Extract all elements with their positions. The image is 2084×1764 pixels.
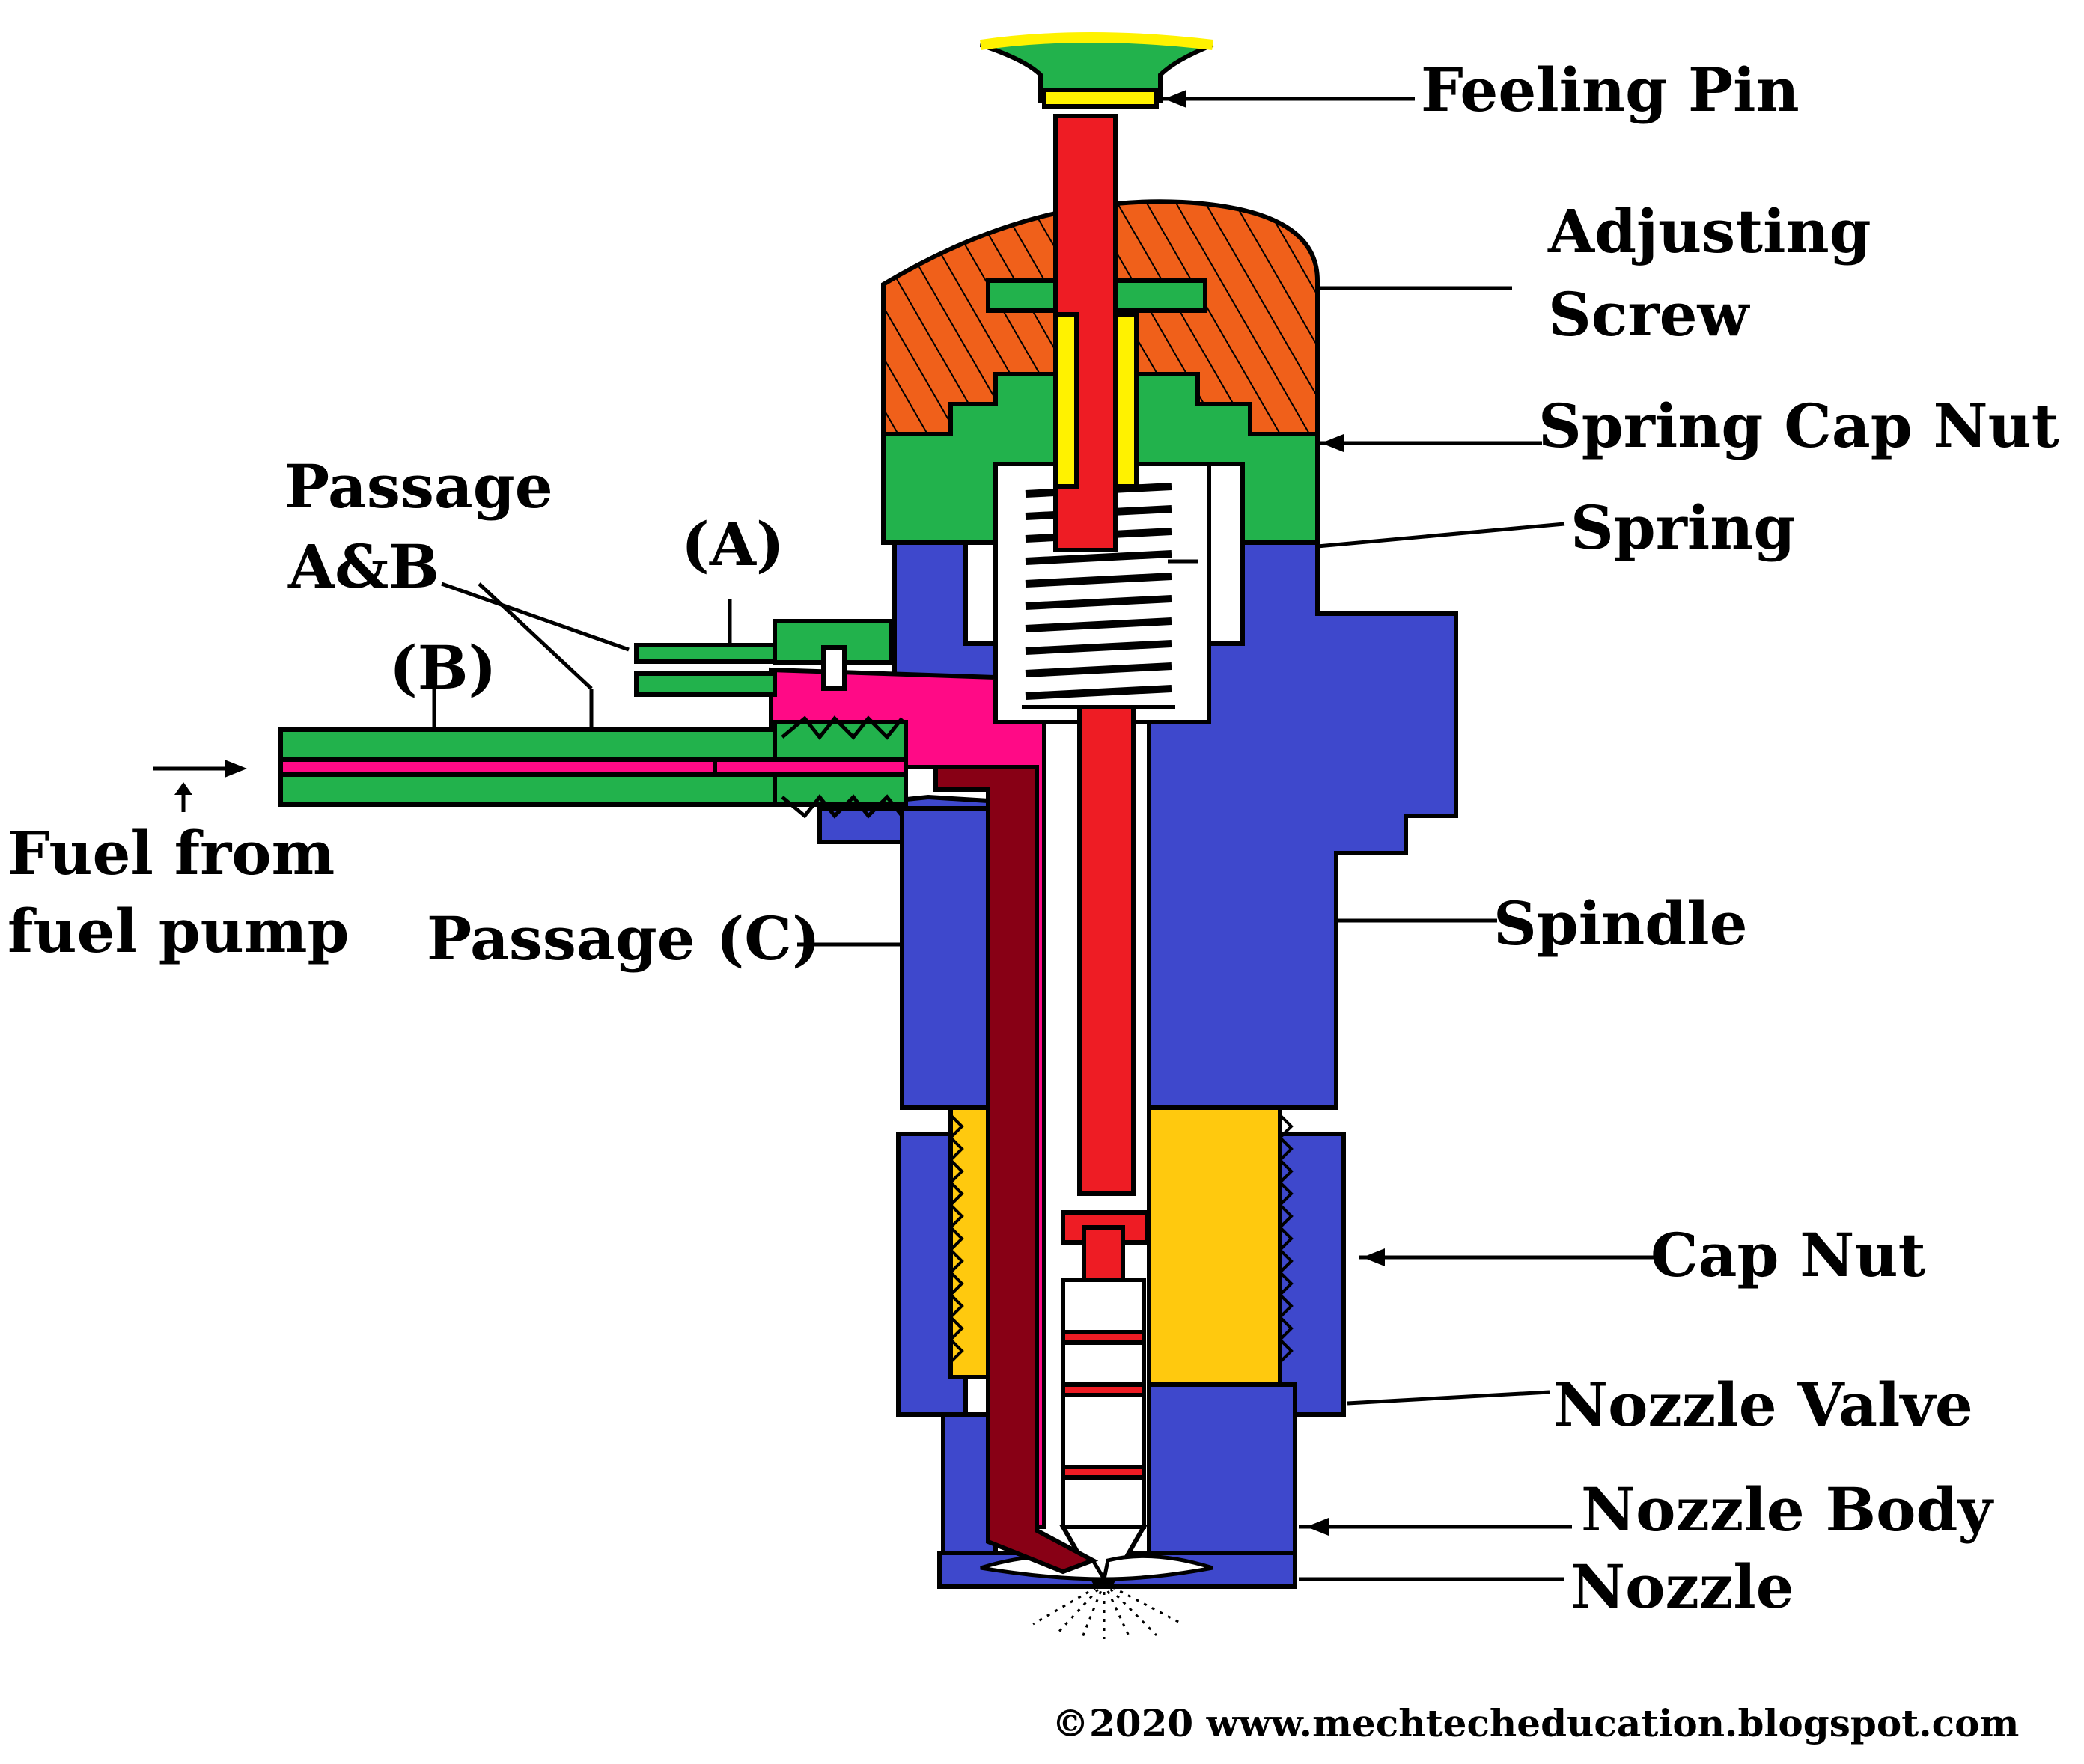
labels: Feeling Pin Adjusting Screw Spring Cap N… (7, 55, 2059, 1745)
label-adjusting-screw-line1: Adjusting (1547, 196, 1871, 266)
label-spring-cap-nut: Spring Cap Nut (1538, 391, 2059, 461)
fuel-spray (1032, 1581, 1183, 1640)
label-spindle: Spindle (1493, 888, 1748, 959)
arrowheads (174, 90, 1385, 1536)
label-passage-a: (A) (681, 509, 784, 579)
label-passage-b: (B) (389, 632, 496, 703)
label-nozzle-valve: Nozzle Valve (1553, 1370, 1973, 1440)
spring-seat (1053, 312, 1139, 489)
copyright-text: ©2020 www.mechtecheducation.blogspot.com (1052, 1701, 2019, 1745)
label-cap-nut: Cap Nut (1651, 1220, 1926, 1290)
label-fuel-from-line1: Fuel from (7, 818, 335, 888)
label-spring: Spring (1570, 492, 1795, 563)
leader-lines (153, 97, 1654, 1581)
label-fuel-from-line2: fuel pump (7, 896, 349, 966)
nozzle-valve (1058, 1278, 1148, 1585)
label-passage-ab-line2: A&B (287, 531, 439, 602)
label-passage-c: Passage (C) (427, 903, 820, 974)
label-feeling-pin: Feeling Pin (1421, 55, 1800, 125)
label-passage-ab-line1: Passage (284, 451, 553, 522)
feeling-pin (980, 32, 1214, 109)
label-nozzle: Nozzle (1570, 1551, 1794, 1622)
inlet-fittings (278, 619, 908, 819)
label-nozzle-body: Nozzle Body (1581, 1474, 1994, 1545)
label-adjusting-screw-line2: Screw (1548, 279, 1751, 350)
